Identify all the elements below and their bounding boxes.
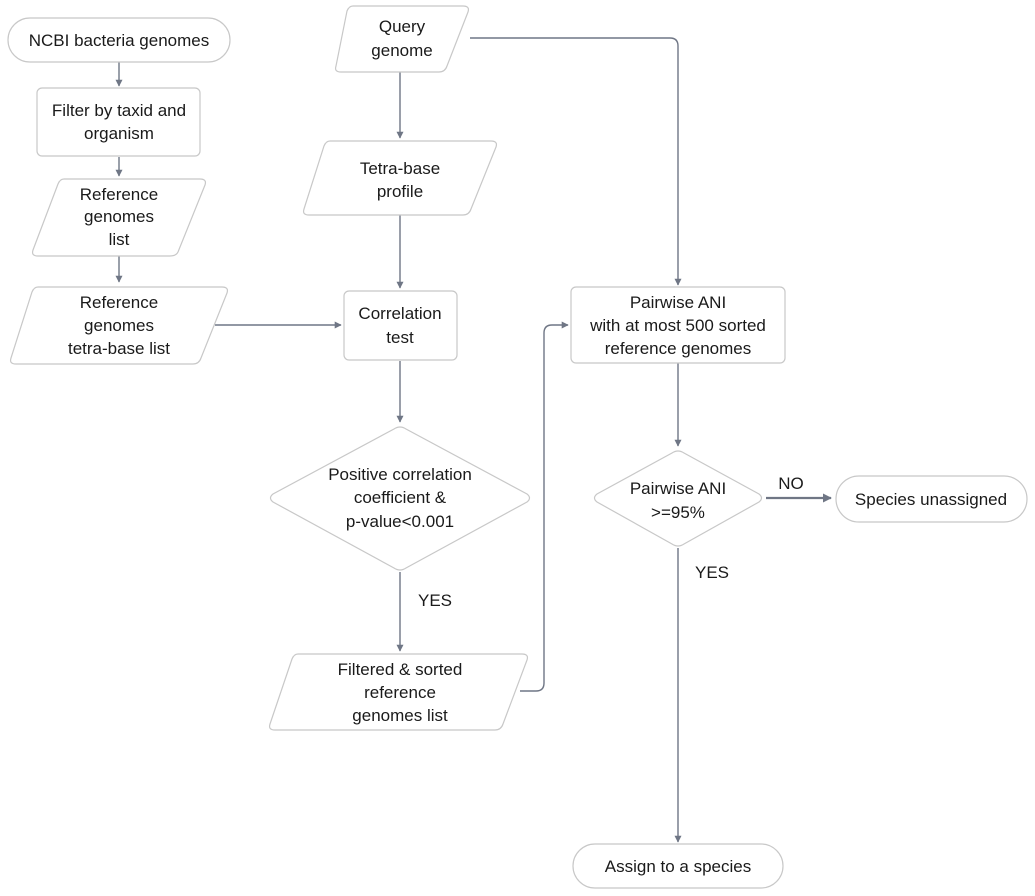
node-label-line-2: with at most 500 sorted — [589, 316, 766, 335]
node-filter-by-taxid[interactable]: Filter by taxid and organism — [36, 87, 201, 157]
node-label: Assign to a species — [605, 857, 751, 876]
node-label-line-1: Reference — [80, 293, 158, 312]
node-shape — [570, 286, 786, 364]
label-yes-ani: YES — [695, 563, 729, 582]
node-label-line-3: genomes list — [352, 706, 448, 725]
node-label-line-1: Filter by taxid and — [52, 101, 186, 120]
node-label-line-3: list — [109, 230, 130, 249]
node-label-line-1: Correlation — [358, 304, 441, 323]
node-label-line-2: genome — [371, 41, 432, 60]
node-label: NCBI bacteria genomes — [29, 31, 209, 50]
node-shape — [36, 87, 201, 157]
node-label-line-2: coefficient & — [354, 488, 447, 507]
label-yes-correlation: YES — [418, 591, 452, 610]
node-label-line-3: reference genomes — [605, 339, 751, 358]
node-filtered-sorted-list[interactable]: Filtered & sorted reference genomes list — [268, 653, 529, 731]
node-shape — [593, 450, 763, 547]
node-shape — [835, 475, 1028, 523]
node-label-line-2: test — [386, 328, 414, 347]
node-label-line-2: reference — [364, 683, 436, 702]
node-ncbi-bacteria-genomes[interactable]: NCBI bacteria genomes — [7, 17, 231, 63]
node-label: Species unassigned — [855, 490, 1007, 509]
node-shape — [31, 178, 207, 257]
node-correlation-test[interactable]: Correlation test — [343, 290, 458, 361]
node-label-line-2: >=95% — [651, 503, 705, 522]
node-reference-genomes-list[interactable]: Reference genomes list — [31, 178, 207, 257]
node-shape — [268, 653, 529, 731]
node-label-line-1: Reference — [80, 185, 158, 204]
node-label-line-1: Query — [379, 17, 426, 36]
node-label-line-2: organism — [84, 124, 154, 143]
node-reference-tetra-base-list[interactable]: Reference genomes tetra-base list — [9, 286, 229, 365]
node-label-line-1: Positive correlation — [328, 465, 472, 484]
label-no-ani: NO — [778, 474, 804, 493]
node-assign-to-species[interactable]: Assign to a species — [572, 843, 784, 889]
node-shape — [9, 286, 229, 365]
node-shape — [343, 290, 458, 361]
node-label-line-1: Filtered & sorted — [338, 660, 463, 679]
node-label-line-3: tetra-base list — [68, 339, 170, 358]
node-query-genome[interactable]: Query genome — [334, 5, 470, 73]
edge-labels: YES YES NO — [418, 474, 804, 610]
node-shape — [302, 140, 498, 216]
node-label-line-3: p-value<0.001 — [346, 512, 454, 531]
node-label-line-2: genomes — [84, 316, 154, 335]
node-shape — [269, 426, 531, 571]
node-species-unassigned[interactable]: Species unassigned — [835, 475, 1028, 523]
node-shape — [334, 5, 470, 73]
node-label-line-1: Pairwise ANI — [630, 293, 726, 312]
edge-query-to-pairwise — [470, 37, 682, 286]
node-pairwise-ani[interactable]: Pairwise ANI with at most 500 sorted ref… — [570, 286, 786, 364]
node-label-line-2: genomes — [84, 207, 154, 226]
node-decision-correlation[interactable]: Positive correlation coefficient & p-val… — [269, 426, 531, 571]
edge-filtered-to-pairwise — [520, 321, 569, 692]
node-shape — [572, 843, 784, 889]
node-tetra-base-profile[interactable]: Tetra-base profile — [302, 140, 498, 216]
node-decision-ani[interactable]: Pairwise ANI >=95% — [593, 450, 763, 547]
node-label-line-2: profile — [377, 182, 423, 201]
node-label-line-1: Tetra-base — [360, 159, 440, 178]
node-label-line-1: Pairwise ANI — [630, 479, 726, 498]
node-shape — [7, 17, 231, 63]
edges — [115, 37, 832, 843]
